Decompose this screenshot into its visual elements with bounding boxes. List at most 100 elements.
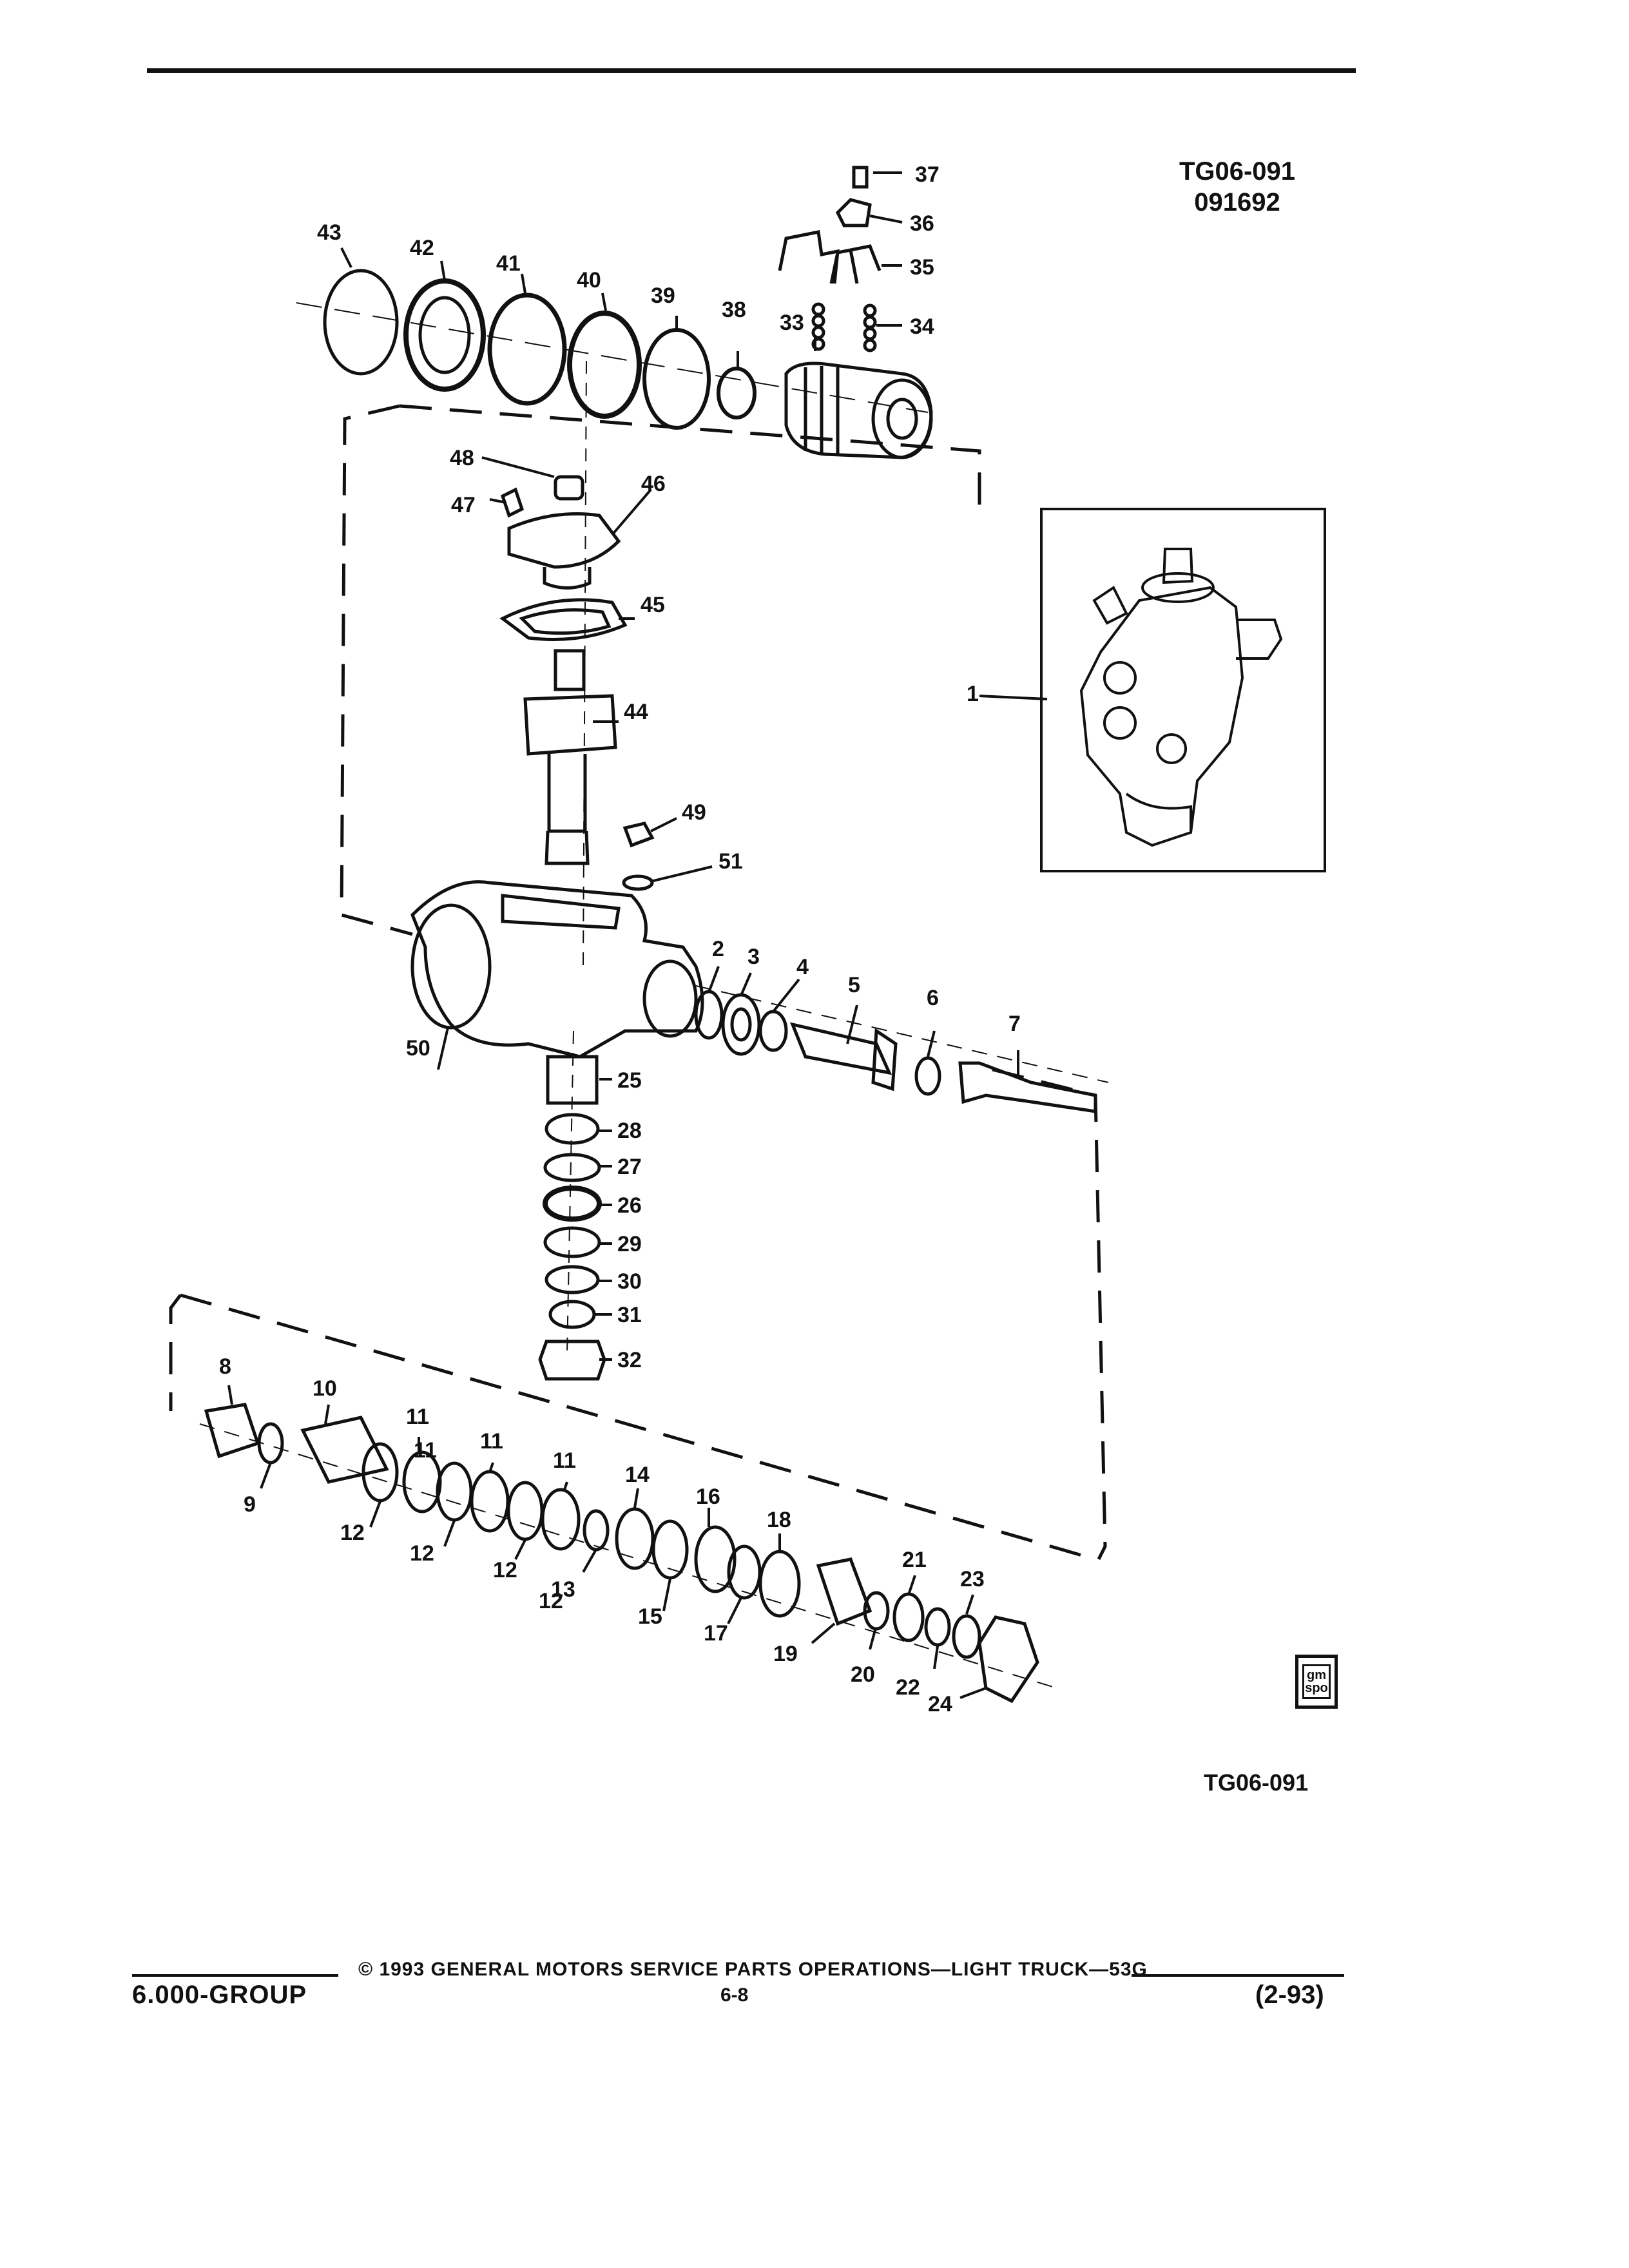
- callout-label: 11: [406, 1405, 429, 1429]
- seal-26: [543, 1186, 602, 1222]
- bearing-3: [721, 993, 761, 1056]
- washer-22: [924, 1607, 951, 1647]
- callout-label: 25: [617, 1068, 642, 1093]
- cover-42: [403, 278, 486, 392]
- ring-20: [863, 1591, 890, 1631]
- footer-rule-left: [132, 1974, 338, 1977]
- cover-42-inner: [418, 296, 471, 374]
- footer-revision: (2-93): [1255, 1981, 1324, 2009]
- callout-label: 7: [1008, 1012, 1021, 1036]
- callout-label: 12: [410, 1541, 434, 1566]
- header-rule: [147, 68, 1356, 73]
- callout-label: 12: [340, 1521, 365, 1545]
- callout-label: 18: [767, 1508, 791, 1532]
- screw-37: [852, 166, 869, 189]
- ring-12c: [506, 1481, 544, 1541]
- callout-label: 33: [780, 311, 804, 335]
- figure-code: TG06-091: [1179, 157, 1296, 186]
- gear-housing-50-bore: [642, 959, 698, 1038]
- callout-label: 44: [624, 700, 648, 724]
- pitman-shaft-44-top: [554, 649, 586, 691]
- ring-40: [567, 311, 642, 419]
- callout-label: 28: [617, 1119, 642, 1143]
- callout-label: 3: [747, 945, 760, 969]
- leader-lines: [227, 171, 1048, 1699]
- piston-axis-line: [199, 1423, 1057, 1689]
- steering-gear-assembly-drawing: [1079, 548, 1283, 847]
- callout-label: 10: [313, 1376, 337, 1401]
- callout-label: 11: [480, 1429, 503, 1454]
- callout-label: 48: [450, 446, 474, 470]
- lower-group-bracket: [180, 1293, 1096, 1561]
- callout-label: 24: [928, 1692, 952, 1716]
- pitman-shaft-44-sector: [523, 694, 617, 756]
- callout-label: 37: [915, 162, 940, 187]
- ring-13: [583, 1509, 610, 1552]
- vertical-axis-line: [583, 360, 587, 967]
- ring-29: [543, 1226, 601, 1258]
- ring-12b: [436, 1461, 473, 1522]
- callout-label: 42: [410, 236, 434, 260]
- figure-code-bottom: TG06-091: [1204, 1769, 1309, 1796]
- callout-label: 15: [638, 1604, 662, 1629]
- callout-label: 47: [451, 493, 476, 517]
- callout-label: 34: [910, 314, 934, 339]
- bracket-tab: [1092, 586, 1128, 625]
- callout-label: 38: [722, 298, 746, 322]
- callout-label: 6: [927, 986, 939, 1010]
- ring-12a: [361, 1442, 399, 1503]
- upper-group-bracket: [399, 404, 981, 521]
- callout-label: 39: [651, 284, 675, 308]
- screw-47: [500, 487, 525, 518]
- valve-body-33-bore: [886, 398, 918, 440]
- ring-4: [758, 1010, 788, 1052]
- ring-17: [727, 1544, 762, 1600]
- assembly-inset: [1040, 508, 1326, 872]
- ring-6: [914, 1056, 941, 1096]
- washer-51: [622, 874, 654, 891]
- ring-23: [952, 1614, 981, 1659]
- callout-label: 45: [641, 593, 665, 617]
- callout-label: 11: [414, 1438, 437, 1463]
- callout-label: 31: [617, 1303, 642, 1327]
- gm-spo-logo-line2: spo: [1305, 1681, 1328, 1695]
- right-group-bracket: [992, 1068, 1107, 1561]
- bolt-head-b: [1103, 706, 1137, 740]
- seal-28: [545, 1113, 600, 1145]
- ball-34a: [811, 302, 825, 316]
- ring-41: [487, 293, 567, 406]
- callout-label: 51: [718, 849, 743, 874]
- callout-label: 16: [696, 1485, 720, 1509]
- snap-ring-43: [323, 269, 399, 376]
- footer-rule-right: [1132, 1974, 1344, 1977]
- callout-label: 9: [244, 1492, 256, 1517]
- stub-shaft-7: [958, 1061, 1097, 1113]
- valve-body-33-grooves: [804, 366, 840, 455]
- gm-spo-logo-line1: gm: [1307, 1668, 1326, 1682]
- valve-body-33: [784, 361, 933, 459]
- adjuster-19: [816, 1557, 872, 1626]
- nut-32: [538, 1340, 606, 1381]
- gear-assembly-body: [1079, 586, 1244, 847]
- figure-date: 091692: [1194, 188, 1280, 216]
- pitman-port: [1125, 793, 1192, 832]
- gear-housing-50-top: [501, 894, 621, 930]
- callout-label: 14: [625, 1463, 650, 1487]
- lower-axis-line: [566, 1030, 574, 1354]
- ball-34b: [863, 303, 877, 318]
- bearing-8: [204, 1403, 260, 1459]
- callout-label: 41: [496, 251, 521, 276]
- ball-guide-35a: [778, 230, 840, 284]
- callout-label: 12: [539, 1589, 563, 1613]
- worm-axis-line: [695, 985, 1109, 1083]
- callout-label: 1: [967, 682, 979, 706]
- ring-15: [651, 1519, 689, 1580]
- gasket-45-inner: [519, 608, 612, 635]
- callout-label: 30: [617, 1269, 642, 1294]
- callout-label: 50: [406, 1036, 430, 1061]
- callout-label: 49: [682, 800, 706, 825]
- upper-axis-line: [296, 302, 929, 413]
- port-fitting: [1236, 619, 1283, 660]
- callout-label: 43: [317, 220, 342, 245]
- bearing-3-inner: [730, 1007, 752, 1042]
